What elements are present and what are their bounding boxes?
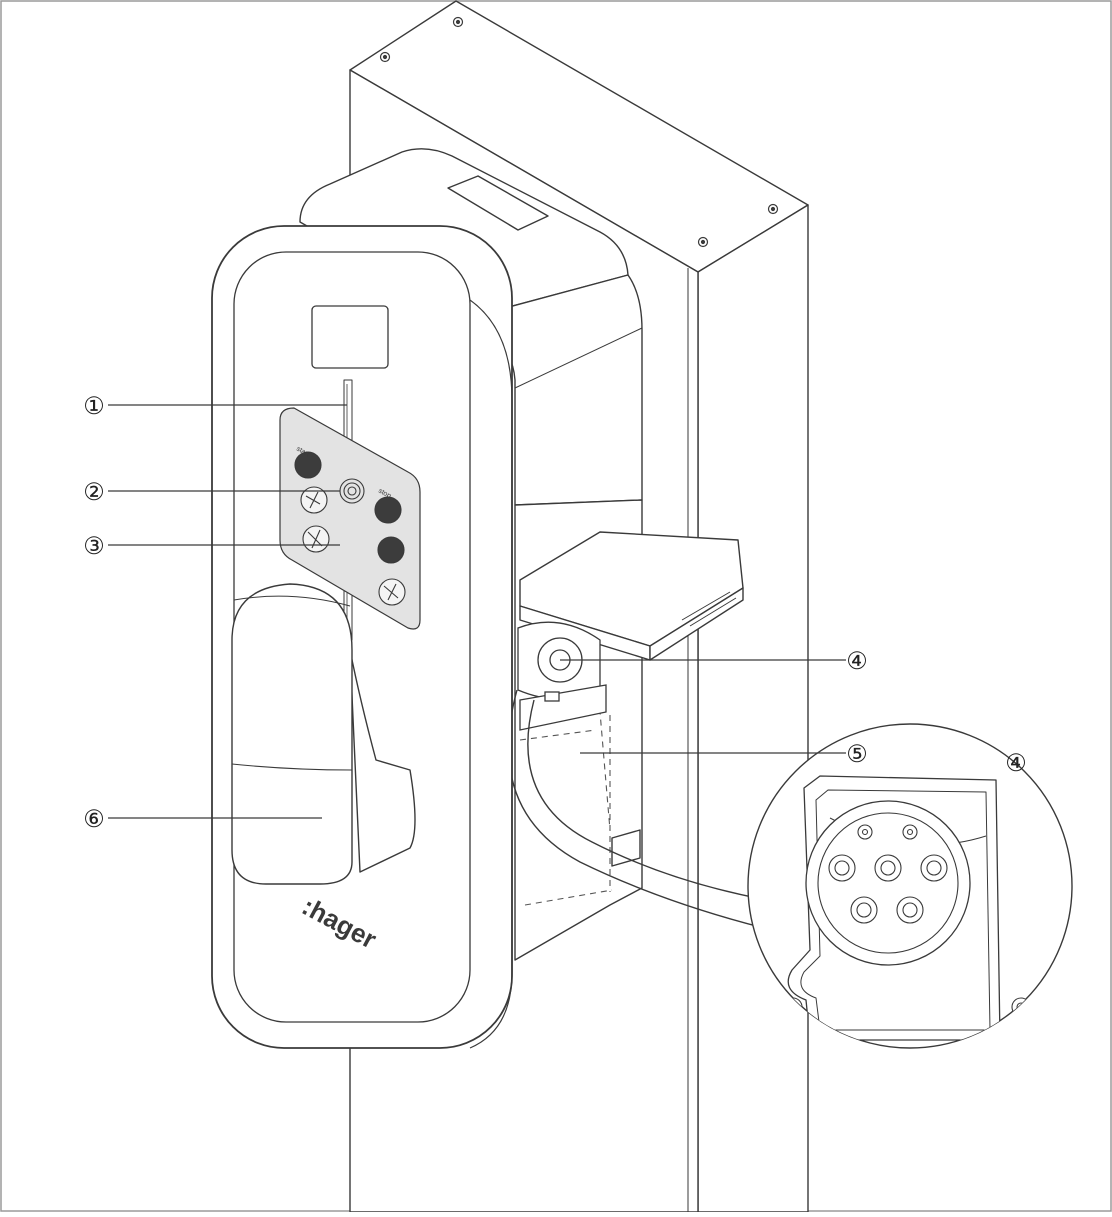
cable-holster (231, 583, 416, 885)
callout-2: ② (83, 479, 105, 506)
callout-1: ① (83, 393, 105, 420)
callout-6: ⑥ (83, 806, 105, 833)
callout-4-detail: ④ (1005, 750, 1027, 777)
socket-face (817, 812, 959, 954)
start-button-icon (294, 451, 322, 479)
callout-3: ③ (83, 533, 105, 560)
callout-labels: ① ② ③ ④ ⑤ ⑥ ④ (83, 393, 1027, 833)
callout-leaders (108, 404, 846, 819)
callout-4: ④ (846, 648, 868, 675)
post-screws (379, 16, 779, 248)
error-status-icon (377, 536, 405, 564)
socket-pins (828, 824, 948, 924)
socket-detail-view (747, 723, 1073, 1049)
stop-button-icon (374, 496, 402, 524)
type2-socket (517, 621, 607, 731)
callout-5: ⑤ (846, 741, 868, 768)
post-side-face (697, 204, 809, 1213)
